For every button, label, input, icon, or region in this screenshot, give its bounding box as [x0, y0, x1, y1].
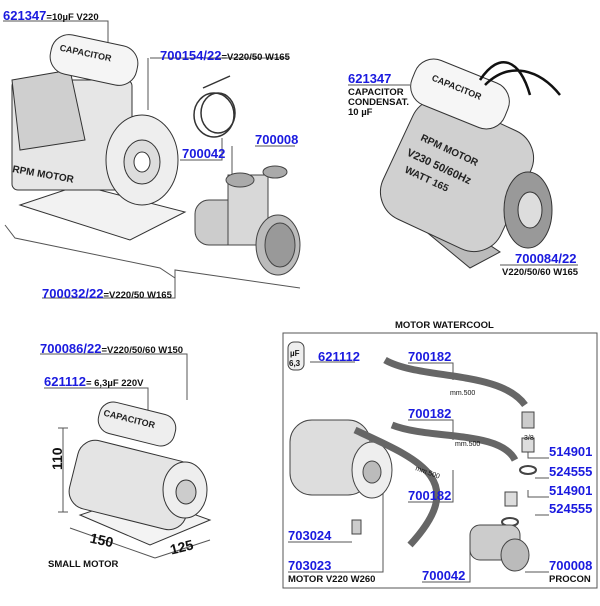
part-code-700008[interactable]: 700008 — [255, 132, 299, 147]
motor-spec: MOTOR V220 W260 — [288, 574, 376, 585]
watercool-title: MOTOR WATERCOOL — [395, 320, 494, 331]
watercool-drawing: µF 6,3 — [287, 341, 537, 572]
part-spec: =V220/50/60 W150 — [101, 345, 184, 356]
thread-marking: 3/8 — [524, 435, 534, 442]
part-spec: =10µF V220 — [46, 12, 99, 23]
part-code-621347[interactable]: 621347 — [348, 71, 392, 86]
part-code-621112[interactable]: 621112 — [318, 349, 360, 364]
part-spec: =V220/50 W165 — [103, 290, 172, 301]
part-code-703023[interactable]: 703023 — [288, 558, 332, 573]
small-motor-drawing: CAPACITOR — [68, 401, 212, 546]
part-code-703024[interactable]: 703024 — [288, 528, 332, 543]
procon-pump-drawing — [194, 165, 301, 276]
label-motor-700086: 700086/22=V220/50/60 W150 — [40, 341, 183, 357]
hose2-marking: mm.500 — [455, 441, 480, 448]
capacitor-marking-uf: µF — [290, 349, 300, 358]
rpm-motor-drawing: CAPACITOR RPM MOTOR — [11, 34, 187, 241]
part-code[interactable]: 621112 — [44, 374, 86, 389]
small-motor-title: SMALL MOTOR — [48, 559, 119, 570]
label-motor-700154: 700154/22=V220/50 W165 — [160, 48, 290, 64]
rpm-motor-165w-drawing: CAPACITOR RPM MOTOR V230 50/60Hz WATT 16… — [379, 58, 561, 269]
capacitor-desc-1: CAPACITOR — [348, 87, 404, 98]
part-code[interactable]: 700032/22 — [42, 286, 104, 301]
label-capacitor-621112: 621112= 6,3µF 220V — [44, 374, 143, 390]
part-code[interactable]: 700154/22 — [160, 48, 222, 63]
part-code-700182-2[interactable]: 700182 — [408, 406, 452, 421]
part-code-700182-1[interactable]: 700182 — [408, 349, 452, 364]
part-code-700042[interactable]: 700042 — [182, 146, 226, 161]
part-spec: = 6,3µF 220V — [85, 378, 144, 389]
part-code[interactable]: 621347 — [3, 8, 47, 23]
part-code-700084[interactable]: 700084/22 — [515, 251, 577, 266]
part-code-700182-3[interactable]: 700182 — [408, 488, 452, 503]
procon-label: PROCON — [549, 574, 591, 585]
leader-lines — [3, 20, 598, 589]
clamp-drawing — [193, 75, 236, 138]
capacitor-marking-value: 6,3 — [289, 359, 301, 368]
dimension-height: 110 — [49, 447, 65, 470]
part-code-524555-2[interactable]: 524555 — [549, 501, 593, 516]
part-code-700042[interactable]: 700042 — [422, 568, 466, 583]
motor-spec: V220/50/60 W165 — [502, 267, 579, 278]
dimension-lines — [58, 427, 211, 559]
part-code-514901-2[interactable]: 514901 — [549, 483, 593, 498]
part-code-514901-1[interactable]: 514901 — [549, 444, 593, 459]
label-motor-700032: 700032/22=V220/50 W165 — [42, 286, 172, 302]
label-capacitor-621347: 621347=10µF V220 — [3, 8, 99, 24]
part-code-700008[interactable]: 700008 — [549, 558, 593, 573]
part-code-524555-1[interactable]: 524555 — [549, 464, 593, 479]
hose1-marking: mm.500 — [450, 390, 475, 397]
part-spec: =V220/50 W165 — [221, 52, 290, 63]
capacitor-desc-2: CONDENSAT. — [348, 97, 410, 108]
part-code[interactable]: 700086/22 — [40, 341, 102, 356]
capacitor-desc-3: 10 µF — [348, 107, 373, 118]
